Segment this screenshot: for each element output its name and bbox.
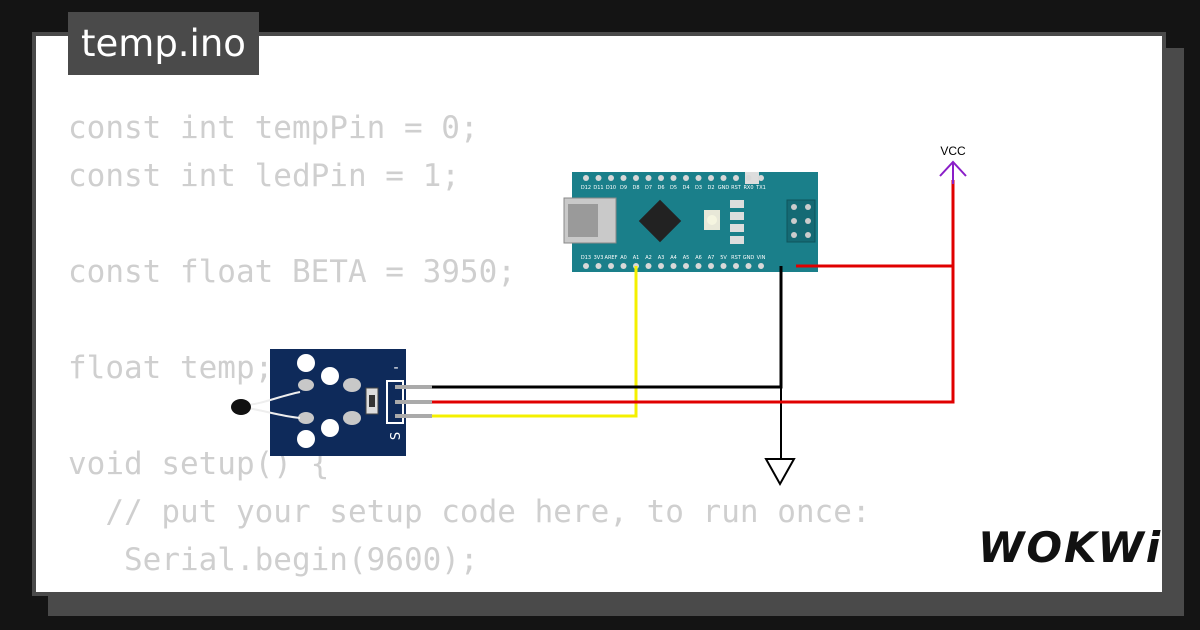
ntc-temperature-sensor[interactable]: - S: [231, 349, 432, 456]
arduino-pin-label: A0: [620, 255, 627, 261]
file-tab[interactable]: temp.ino: [68, 12, 259, 75]
arduino-pin-label: A7: [708, 255, 715, 261]
arduino-pin-hole[interactable]: [595, 263, 602, 269]
arduino-pin-label: A1: [633, 255, 640, 261]
arduino-pin-hole[interactable]: [608, 263, 614, 269]
preview-card: const int tempPin = 0; const int ledPin =…: [32, 32, 1166, 596]
arduino-pin-label: RST: [731, 255, 742, 261]
code-line: const int tempPin = 0;: [68, 110, 479, 146]
arduino-pin-hole[interactable]: [620, 263, 627, 269]
arduino-pin-label: D5: [670, 185, 677, 191]
vcc-wire-sensor[interactable]: [400, 266, 955, 404]
arduino-pin-label: D2: [707, 185, 714, 191]
arduino-pin-label: D6: [657, 185, 664, 191]
arduino-pin-label: TX1: [755, 185, 766, 191]
arduino-pin-hole[interactable]: [583, 175, 589, 181]
arduino-pin-hole[interactable]: [670, 263, 677, 269]
arduino-pin-hole[interactable]: [645, 263, 652, 269]
arduino-pin-hole[interactable]: [658, 175, 664, 181]
arduino-pin-hole[interactable]: [733, 263, 739, 269]
sensor-board: [270, 349, 406, 456]
vcc-label: VCC: [940, 144, 966, 158]
reset-button-cap: [707, 215, 717, 225]
vcc-wire-arduino[interactable]: [796, 180, 955, 268]
arduino-pin-label: GND: [718, 185, 730, 191]
arduino-pin-label: D8: [632, 185, 639, 191]
code-line: float temp;: [68, 350, 274, 386]
sensor-pin-signal-label: S: [389, 432, 404, 440]
arduino-pin-hole[interactable]: [720, 263, 727, 269]
arduino-pin-hole[interactable]: [758, 175, 764, 181]
code-line: pinMode(ledPin, OUTPUT);: [68, 584, 871, 592]
arduino-pin-hole[interactable]: [758, 263, 764, 269]
arduino-pin-label: RST: [731, 185, 742, 191]
led-l: [730, 236, 744, 244]
arduino-pin-label: 3V3: [594, 255, 604, 261]
arduino-pin-hole[interactable]: [695, 175, 702, 181]
arduino-pin-hole[interactable]: [620, 175, 627, 181]
arduino-pin-hole[interactable]: [720, 175, 727, 181]
vcc-symbol[interactable]: VCC: [939, 144, 967, 184]
code-line: const float BETA = 3950;: [68, 254, 516, 290]
arduino-pin-label: D7: [645, 185, 652, 191]
arduino-pin-hole[interactable]: [608, 175, 614, 181]
arduino-pin-label: GND: [743, 255, 755, 261]
arduino-pin-hole[interactable]: [733, 175, 739, 181]
usb-port: [568, 204, 598, 237]
code-line: const int ledPin = 1;: [68, 158, 460, 194]
arduino-pin-label: D10: [606, 185, 616, 191]
arduino-pin-hole[interactable]: [645, 175, 652, 181]
arduino-pin-hole[interactable]: [583, 263, 589, 269]
signal-wire[interactable]: [400, 266, 638, 418]
arduino-pin-label: A3: [658, 255, 665, 261]
arduino-pin-label: A4: [670, 255, 677, 261]
arduino-pin-hole[interactable]: [670, 175, 677, 181]
arduino-pin-label: D12: [581, 185, 591, 191]
ground-symbol[interactable]: [764, 458, 796, 487]
arduino-pin-label: 5V: [720, 255, 727, 261]
arduino-pin-label: D4: [682, 185, 689, 191]
thermistor-bead: [231, 399, 251, 415]
led-on: [730, 224, 744, 232]
gnd-wire[interactable]: [400, 266, 783, 389]
arduino-pin-hole[interactable]: [633, 175, 639, 181]
wokwi-logo: WOKWi: [978, 523, 1163, 572]
arduino-pin-label: AREF: [605, 255, 618, 261]
led-rx: [730, 212, 744, 220]
arduino-pin-label: D9: [620, 185, 627, 191]
led-tx: [730, 200, 744, 208]
arduino-pin-hole[interactable]: [708, 175, 714, 181]
arduino-pin-label: VIN: [757, 255, 766, 261]
arduino-pin-hole[interactable]: [658, 263, 664, 269]
ground-icon: [764, 458, 796, 487]
code-line: // put your setup code here, to run once…: [68, 494, 871, 530]
arduino-pin-hole[interactable]: [745, 263, 752, 269]
arduino-pin-hole[interactable]: [695, 263, 702, 269]
arduino-pin-label: RX0: [743, 185, 753, 191]
arduino-pin-hole[interactable]: [745, 175, 752, 181]
sensor-pin-minus-label: -: [393, 360, 398, 376]
code-editor: const int tempPin = 0; const int ledPin =…: [68, 104, 871, 592]
arduino-pin-label: A5: [683, 255, 690, 261]
code-line: Serial.begin(9600);: [68, 542, 479, 578]
arduino-pin-label: A6: [695, 255, 702, 261]
arduino-pin-label: A2: [645, 255, 652, 261]
arduino-pin-hole[interactable]: [708, 263, 714, 269]
arduino-pin-hole[interactable]: [595, 175, 602, 181]
arduino-pin-hole[interactable]: [683, 263, 689, 269]
arduino-pin-label: D3: [695, 185, 702, 191]
arduino-pin-label: D13: [581, 255, 591, 261]
arduino-pin-hole[interactable]: [683, 175, 689, 181]
arduino-pin-label: D11: [593, 185, 603, 191]
